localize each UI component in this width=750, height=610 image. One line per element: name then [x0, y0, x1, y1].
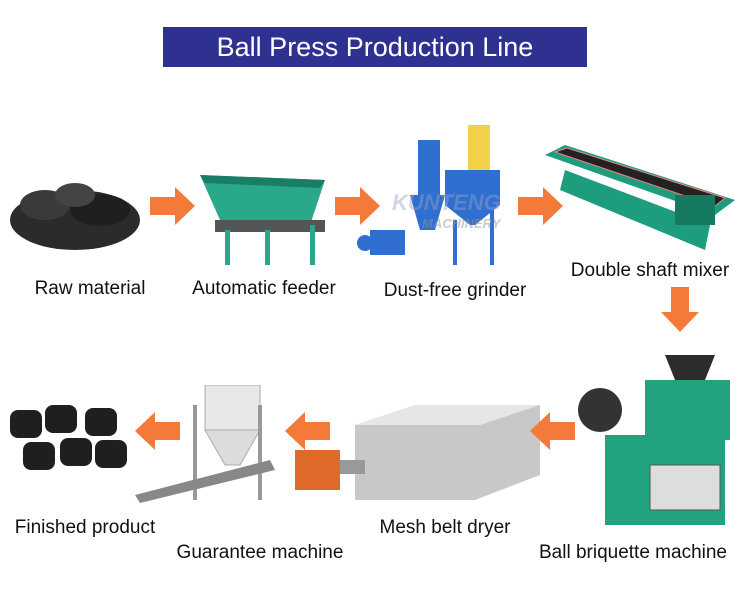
step-label-raw-material: Raw material — [34, 278, 146, 299]
step-label-double-shaft-mixer: Double shaft mixer — [570, 260, 730, 281]
arrow-left-icon — [285, 412, 330, 450]
mesh-belt-dryer-image — [295, 405, 540, 500]
finished-product-image — [10, 405, 127, 470]
step-label-mesh-belt-dryer: Mesh belt dryer — [379, 517, 511, 538]
arrow-right-icon — [150, 187, 195, 225]
arrow-right-icon — [518, 187, 563, 225]
step-label-guarantee-machine: Guarantee machine — [176, 542, 344, 563]
ball-briquette-machine-image — [578, 355, 730, 525]
double-shaft-mixer-image — [545, 145, 735, 250]
step-label-ball-briquette-machine: Ball briquette machine — [539, 542, 727, 563]
step-label-automatic-feeder: Automatic feeder — [192, 278, 336, 299]
arrow-left-icon — [530, 412, 575, 450]
raw-material-image — [10, 183, 140, 250]
guarantee-machine-image — [135, 385, 275, 503]
arrow-right-icon — [335, 187, 380, 225]
step-label-dust-free-grinder: Dust-free grinder — [383, 280, 527, 301]
automatic-feeder-image — [200, 175, 325, 265]
arrow-down-icon — [661, 287, 699, 332]
dust-free-grinder-image — [357, 125, 500, 265]
arrow-left-icon — [135, 412, 180, 450]
diagram-title: Ball Press Production Line — [163, 27, 587, 67]
step-label-finished-product: Finished product — [14, 517, 156, 538]
